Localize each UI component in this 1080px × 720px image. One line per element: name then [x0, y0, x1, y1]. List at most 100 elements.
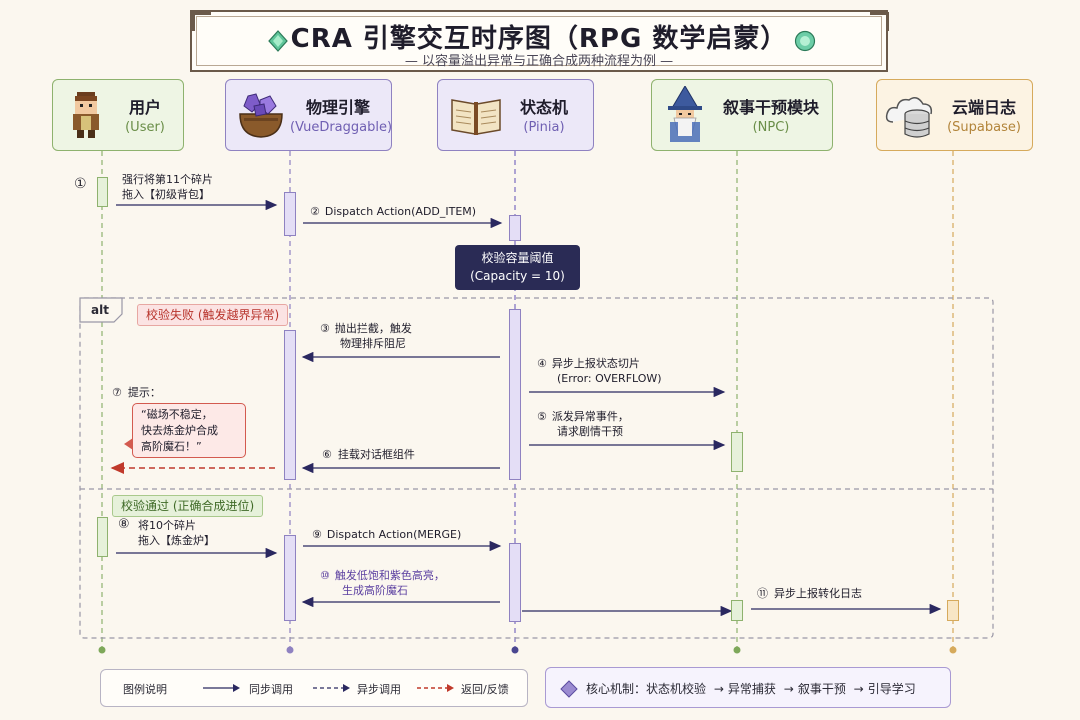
flow-arrow-icon: → [713, 682, 724, 696]
lifeline-end-dot [733, 646, 741, 654]
bubble-line2: 快去炼金炉合成 [141, 424, 218, 437]
participant-sub: (Supabase) [947, 120, 1021, 135]
participant-name: 物理引擎 [305, 98, 370, 117]
ornament-left [192, 12, 211, 31]
legend-return-label: 返回/反馈 [461, 683, 509, 696]
core-mechanism-flow: 核心机制：状态机校验 →异常捕获 →叙事干预 →引导学习 [586, 680, 916, 697]
msg-7-text: 提示： [127, 386, 161, 399]
msg-5-num: ⑤ [537, 410, 547, 423]
gem-right-icon [794, 30, 816, 56]
title-banner: CRA 引擎交互时序图（RPG 数学启蒙） — 以容量溢出异常与正确合成两种流程… [190, 10, 888, 72]
activation-state-2 [509, 309, 521, 480]
msg-8-label: 将10个碎片 拖入【炼金炉】 [138, 518, 215, 548]
ornament-right [870, 12, 889, 31]
npc-dialog-bubble: “磁场不稳定， 快去炼金炉合成 高阶魔石！” [132, 403, 246, 458]
msg-9-label: ⑨ Dispatch Action(MERGE) [312, 527, 461, 542]
msg-3-num: ③ [320, 322, 330, 335]
msg-7-num: ⑦ [112, 386, 122, 399]
msg-4-label: ④ 异步上报状态切片 (Error: OVERFLOW) [537, 356, 662, 386]
activation-user-2 [97, 517, 108, 557]
activation-npc-2 [731, 600, 743, 621]
diamond-icon [560, 680, 578, 698]
activation-physics-3 [284, 535, 296, 621]
msg-7-label: ⑦ 提示： [112, 385, 161, 400]
lifeline-end-dot [511, 646, 519, 654]
msg-2-text: Dispatch Action(ADD_ITEM) [324, 205, 477, 218]
core-step-4: 引导学习 [867, 682, 916, 696]
msg-6-text: 挂载对话框组件 [337, 448, 415, 461]
activation-npc-1 [731, 432, 743, 472]
legend-sync-label: 同步调用 [249, 683, 293, 696]
participant-sub: (NPC) [752, 120, 790, 135]
core-step-3: 叙事干预 [797, 682, 846, 696]
alt-tag-box [79, 297, 123, 323]
participant-cloud-log: 云端日志 (Supabase) [876, 79, 1033, 151]
msg-8-line2: 拖入【炼金炉】 [138, 534, 215, 547]
participant-physics-engine: 物理引擎 (VueDraggable) [225, 79, 392, 151]
alt-tag: alt [91, 303, 109, 317]
msg-1-label: 强行将第11个碎片 拖入【初级背包】 [122, 172, 213, 202]
page-subtitle: — 以容量溢出异常与正确合成两种流程为例 — [404, 54, 674, 69]
msg-2-label: ② Dispatch Action(ADD_ITEM) [310, 204, 476, 219]
bubble-line3: 高阶魔石！” [141, 440, 202, 453]
msg-11-text: 异步上报转化日志 [774, 587, 862, 600]
msg-8-line1: 将10个碎片 [138, 519, 196, 532]
adventurer-icon [65, 90, 107, 144]
page-title: CRA 引擎交互时序图（RPG 数学启蒙） [290, 24, 788, 54]
activation-state-1 [509, 215, 521, 241]
msg-3-line1: 抛出拦截，触发 [334, 322, 412, 335]
flow-arrow-icon: → [783, 682, 794, 696]
msg-11-label: ⑪ 异步上报转化日志 [757, 586, 862, 601]
activation-state-3 [509, 543, 521, 622]
legend-return-arrow [417, 684, 454, 692]
participant-sub: (VueDraggable) [290, 120, 393, 135]
activation-physics-1 [284, 192, 296, 236]
flow-arrow-icon: → [853, 682, 864, 696]
participant-state-machine: 状态机 (Pinia) [437, 79, 594, 151]
capacity-check-title: 校验容量阈值 [481, 251, 554, 265]
msg-6-num: ⑥ [322, 448, 332, 461]
msg-8-num: ⑧ [118, 517, 130, 532]
gem-bag-icon [234, 90, 288, 144]
legend-async-label: 异步调用 [357, 683, 401, 696]
legend-title: 图例说明 [123, 683, 167, 696]
participant-name: 叙事干预模块 [722, 98, 819, 117]
gem-left-icon [268, 30, 288, 56]
activation-user-1 [97, 177, 108, 207]
msg-5-line2: 请求剧情干预 [557, 425, 623, 438]
msg-2-num: ② [310, 205, 320, 218]
activation-cloud-1 [947, 600, 959, 621]
msg-1-line2: 拖入【初级背包】 [122, 188, 210, 201]
core-label: 核心机制： [586, 682, 647, 696]
msg-5-label: ⑤ 派发异常事件， 请求剧情干预 [537, 409, 629, 439]
msg-10-num: ⑩ [320, 569, 330, 582]
bubble-line1: “磁场不稳定， [141, 408, 213, 421]
msg-6-label: ⑥ 挂载对话框组件 [322, 447, 415, 462]
capacity-check-value: (Capacity = 10) [470, 269, 565, 283]
alt-frame [79, 297, 994, 639]
participant-name: 用户 [128, 98, 161, 117]
bubble-tail [124, 438, 133, 450]
msg-5-line1: 派发异常事件， [551, 410, 629, 423]
participant-name: 状态机 [519, 98, 568, 117]
lifeline-end-dot [286, 646, 294, 654]
participant-user: 用户 (User) [52, 79, 184, 151]
msg-1-line1: 强行将第11个碎片 [122, 173, 213, 186]
lifeline-end-dot [949, 646, 957, 654]
legend-box: 图例说明 同步调用 异步调用 返回/反馈 [100, 669, 528, 707]
msg-4-line2: (Error: OVERFLOW) [557, 372, 662, 385]
participant-narrative-module: 叙事干预模块 (NPC) [651, 79, 833, 151]
core-mechanism-box: 核心机制：状态机校验 →异常捕获 →叙事干预 →引导学习 [545, 667, 951, 708]
msg-4-num: ④ [537, 357, 547, 370]
msg-4-line1: 异步上报状态切片 [551, 357, 640, 370]
msg-9-num: ⑨ [312, 528, 322, 541]
capacity-check-box: 校验容量阈值 (Capacity = 10) [455, 245, 580, 290]
book-icon [450, 94, 502, 140]
core-step-2: 异常捕获 [727, 682, 776, 696]
msg-9-text: Dispatch Action(MERGE) [326, 528, 462, 541]
wizard-icon [662, 85, 708, 148]
msg-10-line2: 生成高阶魔石 [342, 584, 408, 597]
msg-11-num: ⑪ [757, 587, 768, 600]
